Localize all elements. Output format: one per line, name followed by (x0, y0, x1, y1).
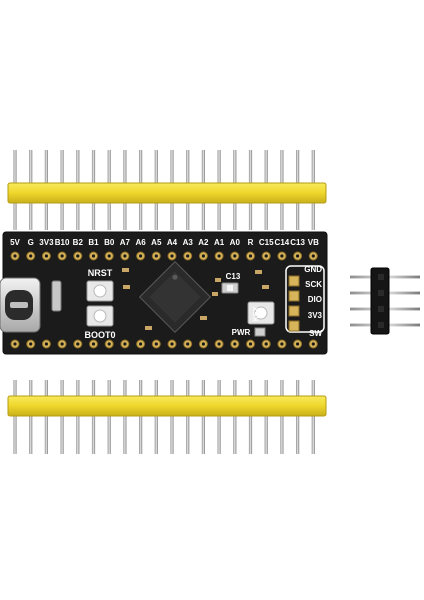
swd-label: DIO (308, 295, 322, 304)
bottom-pin-pads (10, 339, 318, 349)
top-pin-label: C13 (290, 238, 305, 247)
bottom-pin-label: G (294, 358, 300, 367)
header-pin (76, 380, 80, 454)
mcu-chip (138, 260, 212, 334)
c13-led: C13 (221, 272, 241, 294)
key-button[interactable]: KEY (247, 301, 275, 325)
header-plastic (7, 182, 327, 204)
crystal-oscillator (51, 280, 62, 312)
top-pin-label: C15 (259, 238, 274, 247)
key-label: KEY (253, 306, 260, 321)
swd-label: 3V3 (308, 311, 323, 320)
swd-4pin-header (350, 267, 420, 335)
bottom-pin-header (7, 380, 327, 454)
bottom-pin-label: B7 (230, 358, 241, 367)
top-pin-label: A7 (120, 238, 131, 247)
smd-components (122, 268, 269, 330)
swd-label: GND (304, 265, 322, 274)
bottom-pin-label: A12 (133, 358, 148, 367)
header-pin (186, 380, 190, 454)
header-pin (139, 380, 143, 454)
bottom-pin-label: A15 (149, 358, 164, 367)
bottom-pin-label: B3 (167, 358, 178, 367)
top-pin-label: B1 (88, 238, 99, 247)
bottom-pin-label: A11 (118, 358, 133, 367)
swd-pad (288, 320, 300, 332)
top-pin-label: A5 (151, 238, 162, 247)
reset-label: NRST (88, 268, 113, 278)
usb-c-connector (0, 277, 41, 333)
header-pin (13, 380, 17, 454)
top-pin-pads (10, 251, 318, 261)
top-pin-label: B10 (55, 238, 70, 247)
swd-pad (288, 275, 300, 287)
boot-label: BOOT0 (84, 330, 115, 340)
bottom-pin-label: 5V (277, 358, 287, 367)
header-pin (311, 380, 315, 454)
bottom-pin-label: B14 (39, 358, 54, 367)
top-pin-label: A3 (183, 238, 194, 247)
header-pin (217, 380, 221, 454)
top-pin-label: A0 (230, 238, 241, 247)
header-pin (170, 380, 174, 454)
top-pin-label: 5V (10, 238, 20, 247)
header-pin (44, 380, 48, 454)
bottom-pin-label: A8 (73, 358, 84, 367)
header-pin (154, 380, 158, 454)
top-pin-label: B2 (73, 238, 84, 247)
swd-label: SW (309, 329, 322, 338)
header-pin (107, 380, 111, 454)
top-pin-label: B0 (104, 238, 115, 247)
header-plastic (370, 267, 390, 335)
bottom-pin-label: B6 (214, 358, 225, 367)
top-pin-label: VB (308, 238, 319, 247)
bottom-pin-label: B5 (198, 358, 209, 367)
header-pin (233, 380, 237, 454)
top-pin-label: 3V3 (39, 238, 54, 247)
header-plastic (7, 395, 327, 417)
bottom-pin-label: B13 (23, 358, 38, 367)
header-pin (91, 380, 96, 454)
bottom-pin-label: B8 (245, 358, 256, 367)
top-pin-label: A2 (198, 238, 209, 247)
top-pin-label: A4 (167, 238, 178, 247)
header-pin (280, 380, 284, 454)
bottom-pin-label: B9 (261, 358, 272, 367)
pwr-label: PWR (232, 328, 251, 337)
reset-button[interactable]: NRST (86, 268, 114, 302)
swd-pad (288, 305, 300, 317)
boot-button[interactable]: BOOT0 (84, 305, 116, 340)
top-pin-label: R (248, 238, 254, 247)
top-pin-header (7, 150, 327, 230)
header-pin (264, 380, 268, 454)
top-pin-label: C14 (275, 238, 290, 247)
header-pin (123, 380, 127, 454)
top-pin-label: G (28, 238, 34, 247)
bottom-pin-label: B12 (8, 358, 23, 367)
top-pin-label: A6 (135, 238, 146, 247)
bottom-pin-label: 3V3 (306, 358, 321, 367)
header-pin (248, 380, 253, 454)
swd-pad (288, 290, 300, 302)
bottom-pin-label: A9 (88, 358, 99, 367)
bottom-pin-label: B15 (55, 358, 70, 367)
header-pin (201, 380, 205, 454)
swd-label: SCK (305, 280, 322, 289)
header-pin (29, 380, 33, 454)
power-led: PWR (232, 327, 266, 337)
header-pin (60, 380, 64, 454)
bottom-pin-label: B4 (183, 358, 194, 367)
header-pin (296, 380, 300, 454)
top-pin-label: A1 (214, 238, 225, 247)
c13-label: C13 (226, 272, 241, 281)
bottom-pin-label: A10 (102, 358, 117, 367)
